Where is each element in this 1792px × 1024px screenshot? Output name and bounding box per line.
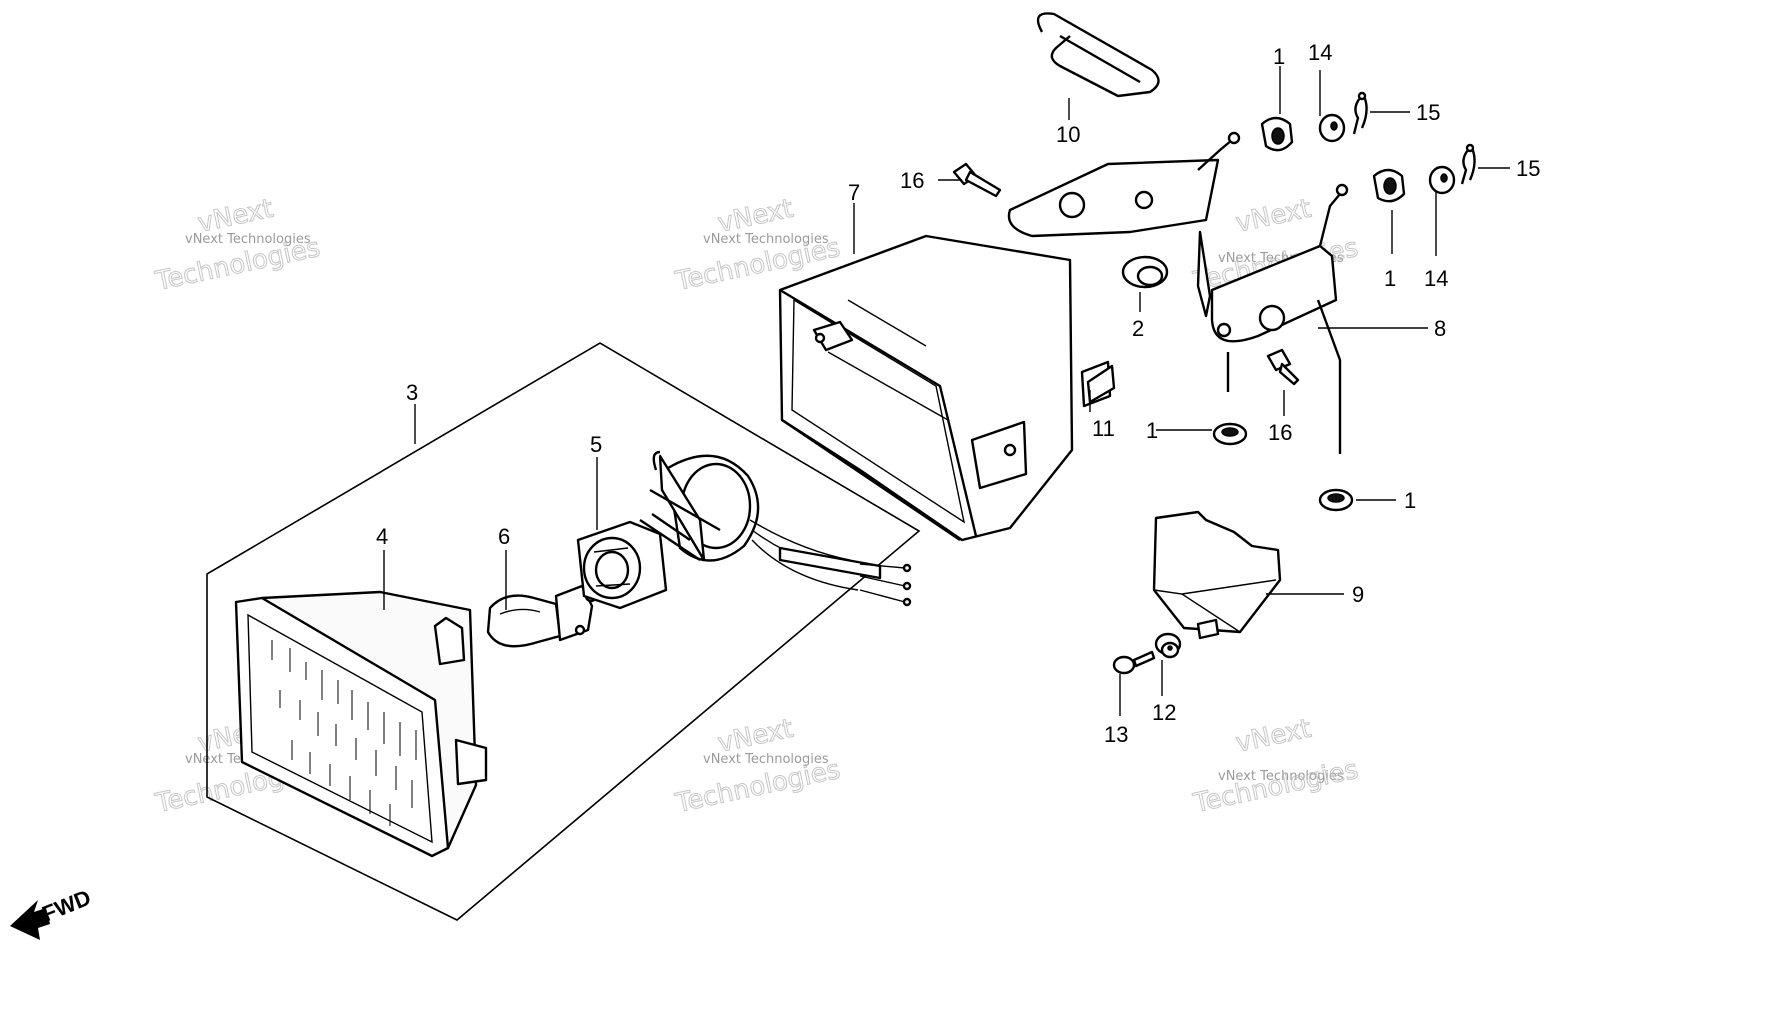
callout-8: 8 [1434,316,1446,341]
svg-text:vNext: vNext [1233,714,1314,759]
callout-14b: 14 [1424,266,1448,291]
screw-13 [1112,650,1156,675]
callout-1c: 1 [1146,418,1158,443]
socket-housing-and-wiring [639,450,912,607]
headlight-stay-bracket [1007,131,1349,454]
callout-5: 5 [590,432,602,457]
svg-text:vNext Technologies: vNext Technologies [703,232,829,247]
callout-13: 13 [1104,722,1128,747]
cover-9 [1152,510,1282,640]
callout-1d: 1 [1404,488,1416,513]
callout-16b: 16 [1268,420,1292,445]
callout-1a: 1 [1273,44,1285,69]
rubber-1d [1318,488,1354,512]
callout-7: 7 [848,180,860,205]
washer-14a [1318,113,1346,143]
callout-10: 10 [1056,122,1080,147]
svg-text:vNext Technologies: vNext Technologies [1218,769,1344,784]
headlight-unit [234,590,488,858]
forward-direction-arrow: FWD [10,885,94,940]
callout-3: 3 [406,380,418,405]
callout-9: 9 [1352,582,1364,607]
rubber-1b [1372,168,1406,203]
watermark-1: vNext vNext Technologies Technologies [152,193,324,297]
fwd-label: FWD [39,885,95,927]
callout-2: 2 [1132,316,1144,341]
lens-hatching [271,640,417,826]
grommet-2 [1121,255,1169,289]
callout-11: 11 [1092,416,1115,441]
rubber-1a [1260,116,1294,152]
callout-1b: 1 [1384,266,1396,291]
callout-12: 12 [1152,700,1176,725]
clip-15b [1460,143,1476,185]
wire-clip [1036,12,1160,98]
washer-14b [1428,165,1456,195]
svg-text:vNext Technologies: vNext Technologies [703,752,829,767]
headlight-case [778,234,1112,542]
collar-12 [1154,632,1182,659]
callout-4: 4 [376,524,388,549]
callout-6: 6 [498,524,510,549]
svg-text:Technologies: Technologies [1190,755,1361,819]
bulb-socket [576,520,668,610]
callout-16a: 16 [900,168,924,193]
bolt-16a [952,162,1002,198]
bulb [486,584,598,648]
callout-15b: 15 [1516,156,1540,181]
watermark-5: vNext vNext Technologies Technologies [672,713,844,819]
watermark-6: vNext vNext Technologies Technologies [1190,713,1362,819]
svg-text:vNext: vNext [1233,194,1314,239]
rubber-1c [1212,422,1248,446]
clip-15a [1352,91,1368,135]
bolt-16b [1266,348,1300,386]
callout-numbers: 3 4 6 5 7 16 10 1 14 15 15 1 14 2 8 11 1… [376,40,1540,747]
callout-15a: 15 [1416,100,1440,125]
svg-text:vNext Technologies: vNext Technologies [185,232,311,247]
leader-lines [383,66,1510,716]
callout-14a: 14 [1308,40,1332,65]
assembly-outline-3 [206,342,921,921]
